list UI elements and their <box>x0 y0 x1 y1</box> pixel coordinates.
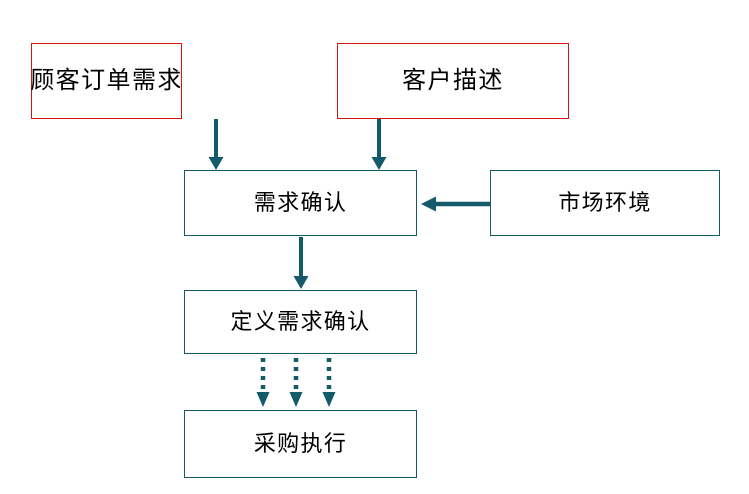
node-label-market-environment: 市场环境 <box>558 190 652 215</box>
arrow-description-to-confirmation-icon <box>367 119 391 171</box>
node-customer-description[interactable]: 客户描述 <box>337 43 569 119</box>
node-customer-order-requirement[interactable]: 顾客订单需求 <box>30 43 183 119</box>
node-label-define-requirement-confirmation: 定义需求确认 <box>230 309 371 334</box>
node-label-customer-order-requirement: 顾客订单需求 <box>30 68 183 94</box>
arrow-confirmation-to-define-icon <box>289 237 313 290</box>
arrow-order-to-confirmation-icon <box>204 119 228 171</box>
node-requirement-confirmation[interactable]: 需求确认 <box>184 170 417 236</box>
node-label-customer-description: 客户描述 <box>402 68 504 94</box>
node-define-requirement-confirmation[interactable]: 定义需求确认 <box>184 290 417 354</box>
node-market-environment[interactable]: 市场环境 <box>490 170 720 236</box>
arrow-define-to-procurement-dotted-icon <box>250 356 342 410</box>
node-procurement-execution[interactable]: 采购执行 <box>184 410 417 478</box>
node-label-requirement-confirmation: 需求确认 <box>253 190 348 215</box>
arrow-market-to-confirmation-icon <box>419 192 491 216</box>
node-label-procurement-execution: 采购执行 <box>253 431 348 456</box>
